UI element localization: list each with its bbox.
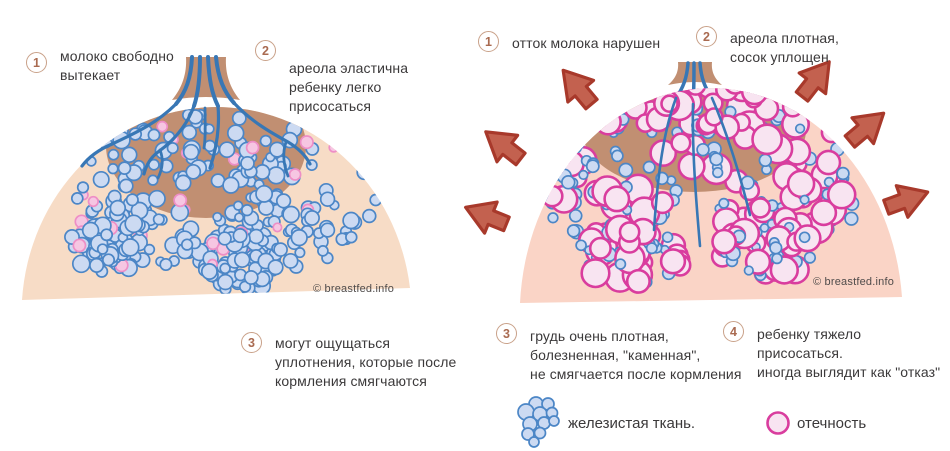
right-milk-ducts-compressed	[652, 96, 752, 248]
right-callout-1: 1 отток молока нарушен	[478, 31, 660, 53]
callout-badge: 3	[496, 323, 517, 344]
right-callout-3: 3 грудь очень плотная, болезненная, "кам…	[496, 323, 742, 384]
watermark-left: © breastfed.info	[313, 283, 395, 295]
pressure-arrow-icon	[548, 57, 606, 117]
right-callout-4: 4 ребенку тяжело присосаться. иногда выг…	[723, 321, 950, 382]
callout-badge: 3	[241, 332, 262, 353]
left-gland-cluster	[41, 108, 383, 296]
pressure-arrow-icon	[837, 98, 897, 156]
legend-label-gland: железистая ткань.	[568, 415, 696, 432]
right-callout-2: 2 ареола плотная, сосок уплощен	[696, 26, 839, 67]
callout-badge: 4	[723, 321, 744, 342]
callout-badge: 2	[696, 26, 717, 47]
callout-text: ареола эластична ребенку легко присосать…	[289, 60, 409, 114]
callout-text: отток молока нарушен	[512, 35, 661, 51]
pressure-arrow-icon	[473, 116, 533, 174]
left-milk-ducts	[80, 55, 312, 180]
callout-badge: 1	[26, 52, 47, 73]
left-callout-3: 3 могут ощущаться уплотнения, которые по…	[241, 331, 456, 391]
callout-text: ребенку тяжело присосаться. иногда выгля…	[757, 326, 941, 380]
callout-badge: 2	[255, 40, 276, 61]
pressure-arrow-icon	[878, 174, 936, 225]
callout-text: ареола плотная, сосок уплощен	[730, 30, 839, 65]
callout-badge: 1	[478, 31, 499, 52]
edema-icon	[766, 411, 790, 435]
callout-text: грудь очень плотная, болезненная, "камен…	[530, 328, 742, 382]
legend-label-edema: отечность	[797, 415, 867, 432]
callout-text: молоко свободно вытекает	[60, 48, 174, 83]
gland-tissue-icon	[517, 396, 560, 448]
left-callout-2: 2 ареола эластична ребенку легко присоса…	[255, 40, 408, 116]
watermark-right: © breastfed.info	[813, 276, 895, 288]
pressure-arrow-icon	[457, 190, 515, 242]
callout-text: могут ощущаться уплотнения, которые посл…	[275, 335, 457, 389]
left-callout-1: 1 молоко свободно вытекает	[26, 47, 174, 85]
